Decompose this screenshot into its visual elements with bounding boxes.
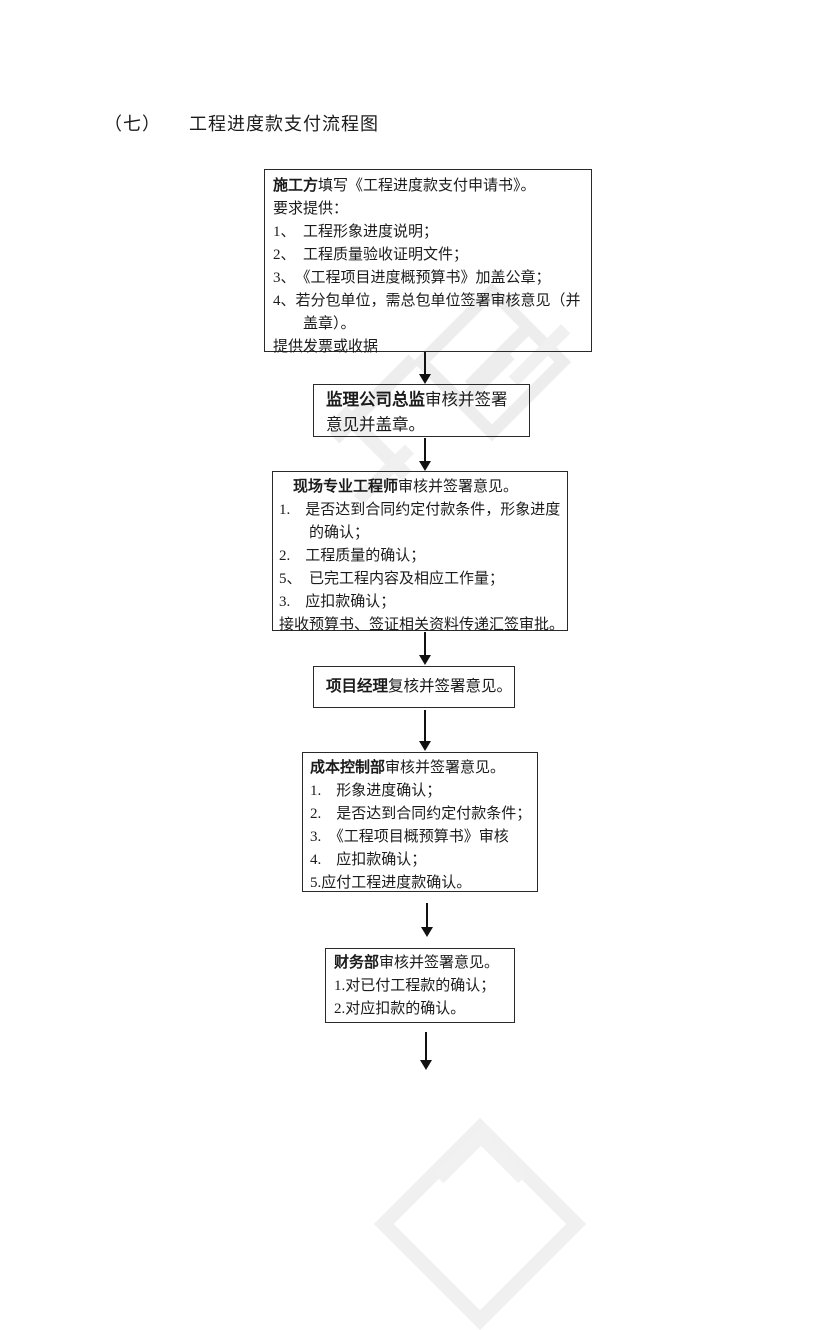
section-number: （七） [104,114,161,134]
document-page: （七） 工程进度款支付流程图 施工方填写《工程进度款支付申请书》。 要求提供： 1… [0,0,830,1174]
box-heading-rest: 审核并签署意见。 [385,760,506,776]
flow-box-finance: 财务部审核并签署意见。 1.对已付工程款的确认； 2.对应扣款的确认。 [325,948,515,1023]
box-heading-rest: 审核并签署意见。 [379,955,500,971]
page-title: （七） 工程进度款支付流程图 [104,110,379,136]
flow-box-supervision-director: 监理公司总监审核并签署意见并盖章。 [313,384,530,437]
box-heading-bold: 项目经理 [326,678,389,695]
flow-box-site-engineer: 现场专业工程师审核并签署意见。 1. 是否达到合同约定付款条件，形象进度 的确认… [272,471,568,633]
box-body: 1. 形象进度确认； 2. 是否达到合同约定付款条件； 3. 《工程项目概预算书… [310,783,532,891]
box-heading-bold: 财务部 [334,955,380,971]
box-body: 要求提供： 1、 工程形象进度说明； 2、 工程质量验收证明文件； 3、 《工程… [273,201,581,355]
box-heading-bold: 成本控制部 [310,760,386,776]
box-heading-rest: 审核并签署意见。 [398,479,519,495]
flow-arrow-down-3 [424,632,426,655]
flow-arrow-down-4 [424,710,426,741]
box-heading: 成本控制部审核并签署意见。 [310,757,535,780]
box-body: 1. 是否达到合同约定付款条件，形象进度 的确认； 2. 工程质量的确认； 5、… [279,502,565,633]
box-heading-rest: 填写《工程进度款支付申请书》。 [318,178,536,194]
flow-box-project-manager: 项目经理复核并签署意见。 [313,666,515,708]
flow-box-cost-control: 成本控制部审核并签署意见。 1. 形象进度确认； 2. 是否达到合同约定付款条件… [302,752,538,892]
box-heading-rest: 复核并签署意见。 [388,678,513,695]
box-heading: 现场专业工程师审核并签署意见。 [279,476,565,499]
flow-arrow-down-1 [424,352,426,374]
box-heading-rest: 审核并签署意见并盖章。 [326,390,508,434]
box-heading: 监理公司总监审核并签署意见并盖章。 [326,387,519,437]
title-text: 工程进度款支付流程图 [189,114,379,134]
flow-arrow-down-final [425,1032,427,1060]
flow-box-contractor-application: 施工方填写《工程进度款支付申请书》。 要求提供： 1、 工程形象进度说明； 2、… [264,169,592,355]
box-heading-bold: 施工方 [273,178,319,194]
box-heading: 施工方填写《工程进度款支付申请书》。 [273,175,587,198]
flow-arrow-down-5 [426,903,428,927]
box-body: 1.对已付工程款的确认； 2.对应扣款的确认。 [334,978,496,1017]
flow-arrow-down-2 [424,438,426,461]
box-heading: 项目经理复核并签署意见。 [326,667,514,706]
box-heading-bold: 现场专业工程师 [293,479,399,495]
flowchart: （七） 工程进度款支付流程图 施工方填写《工程进度款支付申请书》。 要求提供： 1… [0,0,830,1174]
box-heading-bold: 监理公司总监 [326,390,425,409]
box-heading: 财务部审核并签署意见。 [334,952,512,975]
